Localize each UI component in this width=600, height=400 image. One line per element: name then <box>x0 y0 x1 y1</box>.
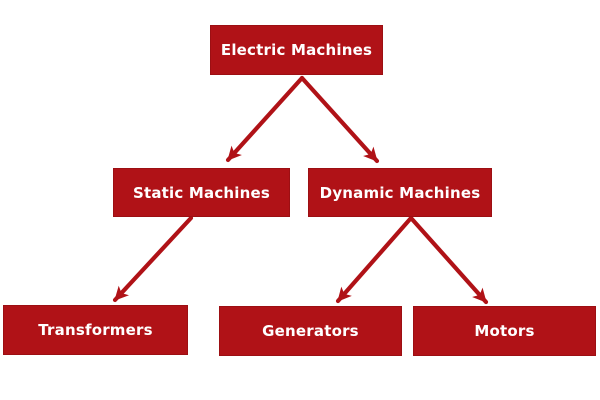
node-static-machines: Static Machines <box>113 168 290 217</box>
edge-dynamic-to-motors-arrow <box>408 215 489 305</box>
edge-electric-to-dynamic-arrow <box>299 75 380 164</box>
node-transformers: Transformers <box>3 305 188 355</box>
node-dynamic-machines-label: Dynamic Machines <box>319 183 481 202</box>
node-generators: Generators <box>219 306 402 356</box>
edge-static-to-transformers-arrow <box>112 215 194 303</box>
edge-dynamic-to-generators-arrow <box>335 215 414 304</box>
node-motors: Motors <box>413 306 596 356</box>
node-transformers-label: Transformers <box>38 321 153 339</box>
node-dynamic-machines: Dynamic Machines <box>308 168 492 217</box>
node-electric-machines: Electric Machines <box>210 25 383 75</box>
node-electric-machines-label: Electric Machines <box>220 41 373 59</box>
node-static-machines-label: Static Machines <box>132 183 271 202</box>
node-motors-label: Motors <box>474 322 535 340</box>
node-generators-label: Generators <box>262 322 359 340</box>
edge-electric-to-static-arrow <box>225 75 305 163</box>
